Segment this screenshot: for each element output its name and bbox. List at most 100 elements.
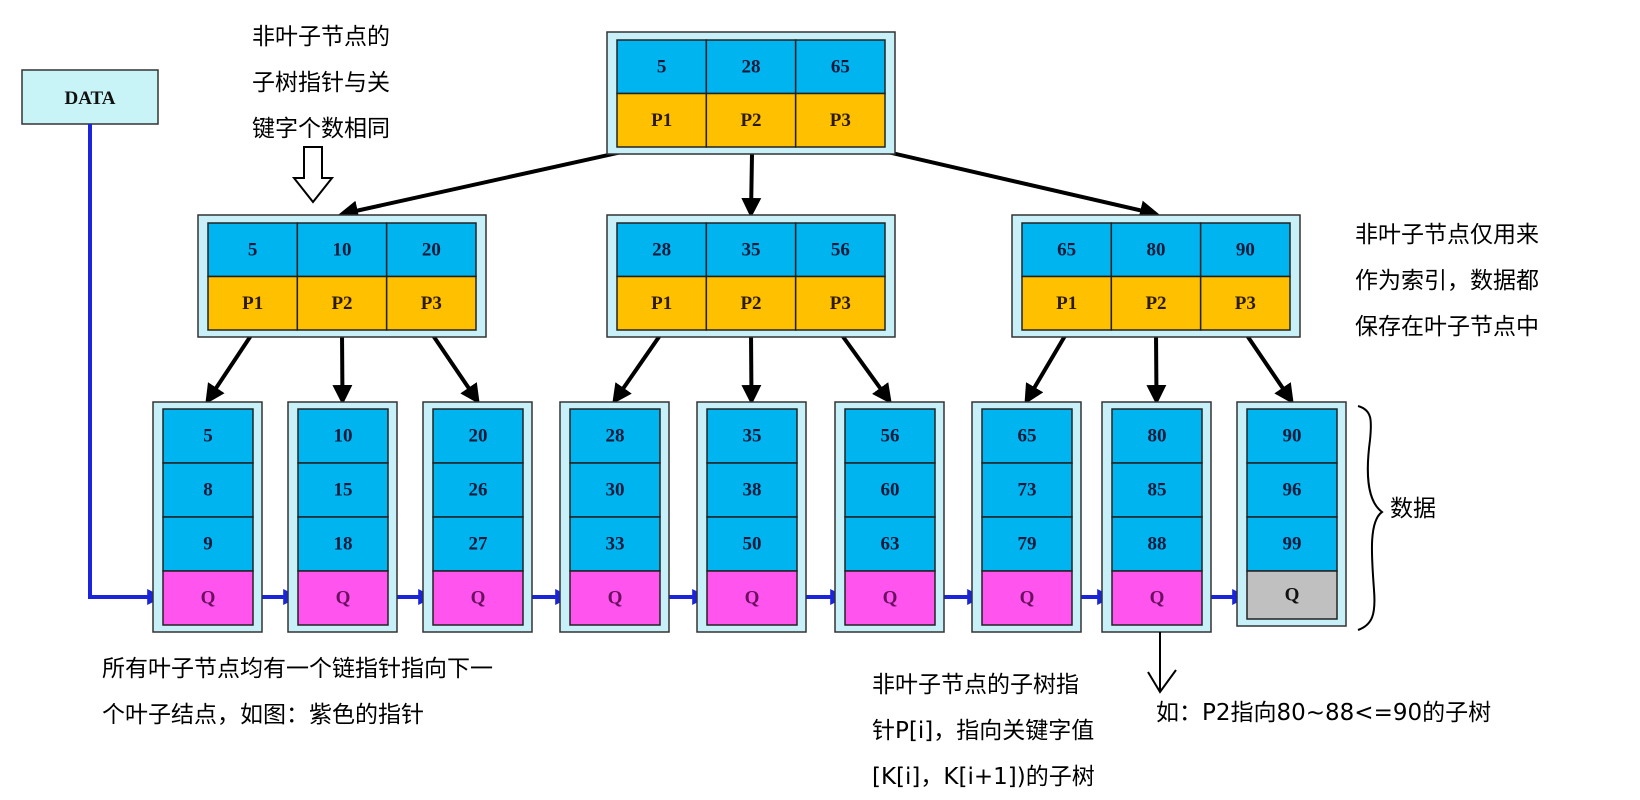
data-label: 数据 [1390, 496, 1436, 522]
key-cell [207, 222, 299, 278]
leaf-nodes: 589Q101518Q202627Q283033Q353850Q566063Q6… [152, 401, 1347, 633]
key-label: 65 [831, 56, 850, 77]
tree-edges [205, 146, 1294, 405]
key-label: 28 [652, 239, 671, 260]
leaf-key-cell [844, 462, 936, 518]
leaf-key-label: 33 [606, 534, 625, 555]
leaf-key-label: 56 [881, 426, 900, 447]
leaf-link-pointer-cell [162, 570, 254, 626]
key-label: 56 [831, 239, 850, 260]
note-line: 个叶子结点，如图：紫色的指针 [102, 702, 424, 728]
pointer-cell [794, 92, 886, 148]
note-pointer-count: 非叶子节点的 子树指针与关 键字个数相同 [252, 14, 390, 152]
key-label: 28 [742, 56, 761, 77]
key-cell [1110, 222, 1202, 278]
pointer-label: P2 [1145, 293, 1166, 314]
leaf-link-label: Q [745, 588, 760, 609]
leaf-key-cell [981, 462, 1073, 518]
leaf-key-label: 96 [1283, 480, 1302, 501]
root-child-edge [869, 146, 1160, 221]
leaf-key-label: 27 [469, 534, 489, 555]
key-label: 65 [1057, 239, 1076, 260]
pointer-label: P3 [1235, 293, 1256, 314]
leaf-key-label: 80 [1148, 426, 1167, 447]
leaf-key-cell [1111, 516, 1203, 572]
pointer-cell [705, 92, 797, 148]
leaf-key-cell [569, 462, 661, 518]
leaf-key-label: 38 [743, 480, 762, 501]
leaf-link-label: Q [883, 588, 898, 609]
key-label: 35 [742, 239, 761, 260]
leaf-link-label: Q [336, 588, 351, 609]
key-label: 80 [1147, 239, 1166, 260]
leaf-key-label: 8 [203, 480, 213, 501]
pointer-label: P3 [830, 110, 851, 131]
leaf-key-cell [162, 408, 254, 464]
leaf-key-cell [981, 408, 1073, 464]
key-label: 5 [657, 56, 667, 77]
leaf-link-pointer-cell [432, 570, 524, 626]
note-line: 非叶子节点仅用来 [1355, 222, 1539, 248]
root-child-edge [741, 153, 762, 218]
leaf-key-label: 50 [743, 534, 762, 555]
leaf-key-cell [706, 516, 798, 572]
pointer-cell [1110, 275, 1202, 331]
key-label: 90 [1236, 239, 1255, 260]
leaf-key-cell [1246, 462, 1338, 518]
note-index-only: 非叶子节点仅用来 作为索引，数据都 保存在叶子节点中 [1355, 212, 1539, 350]
leaf-key-label: 18 [334, 534, 353, 555]
internal-child-edge [332, 332, 353, 405]
leaf-key-label: 26 [469, 480, 488, 501]
pointer-label: P2 [740, 110, 761, 131]
leaf-link-label: Q [1020, 588, 1035, 609]
leaf-key-label: 73 [1018, 480, 1037, 501]
pointer-label: P2 [740, 293, 761, 314]
leaf-key-cell [569, 408, 661, 464]
leaf-link-label: Q [471, 588, 486, 609]
pointer-label: P3 [830, 293, 851, 314]
pointer-label: P1 [242, 293, 263, 314]
leaf-key-cell [1111, 408, 1203, 464]
pointer-label: P2 [331, 293, 352, 314]
key-label: 10 [333, 239, 352, 260]
note-line: 非叶子节点的子树指 [872, 672, 1079, 698]
internal-child-edge [741, 332, 762, 405]
leaf-key-label: 79 [1018, 534, 1037, 555]
pointer-cell [794, 275, 886, 331]
internal-child-edge [429, 331, 480, 405]
leaf-node-5: 35 38 50Q [696, 401, 807, 633]
pointer-label: P1 [651, 110, 672, 131]
data-brace [1357, 405, 1384, 631]
pointer-cell [207, 275, 299, 331]
internal-child-edge [205, 331, 255, 405]
leaf-link-pointer-cell [844, 570, 936, 626]
note-line: 非叶子节点的 [252, 24, 390, 50]
leaf-link-pointer-cell [569, 570, 661, 626]
internal-child-edge [838, 331, 892, 405]
pointer-cell [1199, 275, 1291, 331]
leaf-link-label: Q [1285, 585, 1300, 606]
note-subtree-rule: 非叶子节点的子树指 针P[i]，指向关键字值 [K[i]，K[i+1])的子树 [872, 662, 1095, 800]
key-cell [616, 222, 708, 278]
pointer-label: P1 [651, 293, 672, 314]
note-line: 子树指针与关 [252, 70, 390, 96]
leaf-key-label: 15 [334, 480, 353, 501]
leaf-link-label: Q [201, 588, 216, 609]
key-label: 5 [248, 239, 258, 260]
note-line: 作为索引，数据都 [1355, 268, 1539, 294]
pointer-label: P1 [1056, 293, 1077, 314]
leaf-key-label: 35 [743, 426, 762, 447]
leaf-key-cell [844, 408, 936, 464]
leaf-key-label: 30 [606, 480, 625, 501]
leaf-link-pointer-cell [706, 570, 798, 626]
